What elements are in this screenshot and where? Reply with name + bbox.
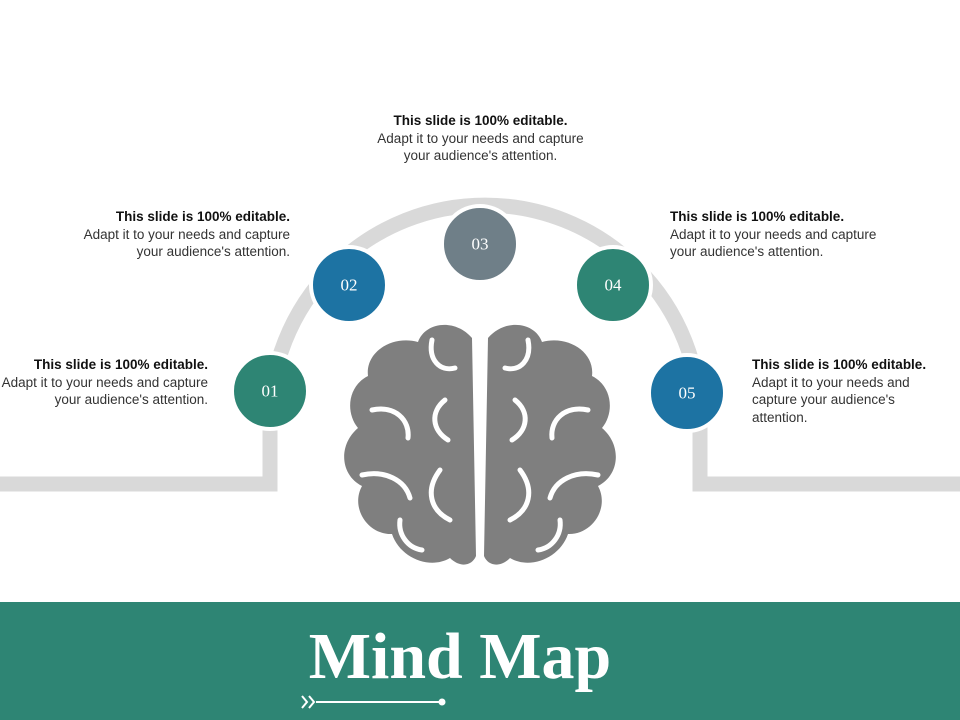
nodes-layer: 01 02 03 04 05 <box>230 204 727 433</box>
node-label: 02 <box>341 276 358 295</box>
node-01: 01 <box>230 351 310 431</box>
node-circle <box>309 245 389 325</box>
callout-heading: This slide is 100% editable. <box>115 209 290 224</box>
node-circle <box>230 351 310 431</box>
node-circle <box>647 353 727 433</box>
callout-body: Adapt it to your needs and capture your … <box>83 226 290 260</box>
node-label: 05 <box>679 384 696 403</box>
node-label: 04 <box>605 276 623 295</box>
callout-body: Adapt it to your needs and capture your … <box>752 374 910 425</box>
callout-body: Adapt it to your needs and capture your … <box>670 226 877 260</box>
callout-04: This slide is 100% editable. Adapt it to… <box>670 208 885 261</box>
callout-body: Adapt it to your needs and capture your … <box>377 130 584 164</box>
callout-heading: This slide is 100% editable. <box>393 113 568 128</box>
brain-icon <box>344 324 616 565</box>
callout-heading: This slide is 100% editable. <box>752 357 927 372</box>
page-title: Mind Map <box>308 620 612 693</box>
double-chevron-arrow-icon <box>301 695 446 709</box>
node-label: 03 <box>472 235 489 254</box>
node-05: 05 <box>647 353 727 433</box>
node-label: 01 <box>262 382 279 401</box>
callout-02: This slide is 100% editable. Adapt it to… <box>75 208 290 261</box>
callout-heading: This slide is 100% editable. <box>670 209 845 224</box>
title-banner <box>0 602 960 720</box>
node-circle <box>573 245 653 325</box>
callout-03: This slide is 100% editable. Adapt it to… <box>373 112 588 165</box>
node-circle <box>440 204 520 284</box>
callout-body: Adapt it to your needs and capture your … <box>1 374 208 408</box>
node-02: 02 <box>309 245 389 325</box>
callout-01: This slide is 100% editable. Adapt it to… <box>0 356 208 409</box>
callout-heading: This slide is 100% editable. <box>33 357 208 372</box>
node-04: 04 <box>573 245 653 325</box>
node-03: 03 <box>440 204 520 284</box>
callout-05: This slide is 100% editable. Adapt it to… <box>752 356 952 426</box>
